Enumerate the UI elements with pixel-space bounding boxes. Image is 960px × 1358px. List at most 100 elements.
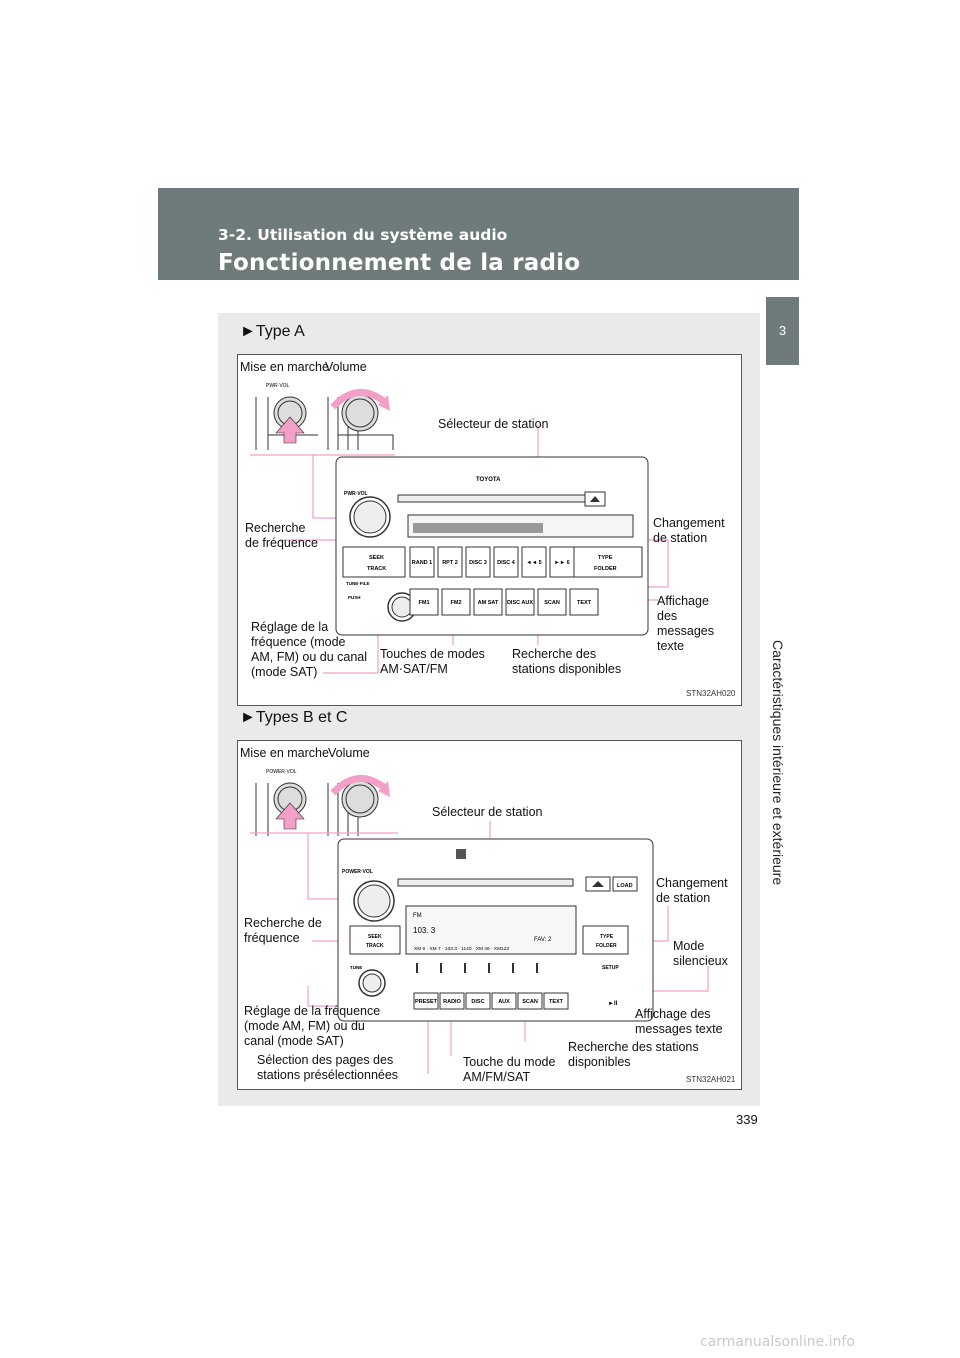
- preset-tick-0[interactable]: [416, 963, 418, 973]
- bc-mode-button-2[interactable]: [465, 992, 491, 1010]
- preset-button-1[interactable]: [437, 546, 463, 578]
- preset-label-2: DISC 3: [469, 560, 487, 566]
- preset-button-3[interactable]: [493, 546, 519, 578]
- section-label: 3-2. Utilisation du système audio: [218, 226, 508, 244]
- preset-button-5[interactable]: [549, 546, 575, 578]
- preset-tick-2[interactable]: [464, 963, 466, 973]
- mode-button-5[interactable]: [569, 588, 599, 616]
- panel-pwr-label: PWR·VOL: [344, 491, 368, 497]
- preset-button-4[interactable]: [521, 546, 547, 578]
- bc-mode-label-1: RADIO: [443, 999, 461, 1005]
- label-text-display: Affichage des messages texte: [657, 594, 714, 653]
- type-a-figure: PWR·VOL TOYOTA PWR·VOL SEEK TRAC: [237, 354, 742, 706]
- mode-label-1: FM2: [451, 600, 462, 606]
- label-seek-bc: Recherche de fréquence: [244, 916, 322, 945]
- label-volume-bc: Volume: [328, 746, 370, 760]
- play-pause-label: ►II: [608, 1001, 618, 1007]
- mode-label-0: FM1: [419, 600, 430, 606]
- type-a-diagram: PWR·VOL TOYOTA PWR·VOL SEEK TRAC: [250, 383, 669, 674]
- label-preset-pages: Sélection des pages des stations préséle…: [257, 1053, 399, 1082]
- display-band: FM: [413, 913, 422, 919]
- pwr-vol-small-label: PWR·VOL: [266, 383, 290, 389]
- watermark: carmanualsonline.info: [700, 1334, 855, 1350]
- bc-mode-button-0[interactable]: [413, 992, 439, 1010]
- bc-mode-button-1[interactable]: [439, 992, 465, 1010]
- label-mute: Mode silencieux: [673, 939, 728, 968]
- panel-power-label: POWER·VOL: [342, 869, 373, 875]
- preset-label-4: ◄◄ 5: [526, 560, 541, 566]
- mode-button-0[interactable]: [409, 588, 439, 616]
- folder-label-bc: FOLDER: [596, 943, 617, 949]
- label-station-change-bc: Changement de station: [656, 876, 728, 905]
- page-number: 339: [736, 1112, 758, 1127]
- page-title: Fonctionnement de la radio: [218, 250, 581, 276]
- seek-label-bc: SEEK: [368, 934, 382, 940]
- bc-mode-button-4[interactable]: [517, 992, 543, 1010]
- mode-button-1[interactable]: [441, 588, 471, 616]
- chapter-tab: 3: [766, 297, 799, 365]
- seek-track-button-bc[interactable]: [349, 925, 401, 955]
- bc-mode-label-0: PRESET: [415, 999, 438, 1005]
- panel-brand: TOYOTA: [476, 477, 501, 483]
- track-label-bc: TRACK: [366, 943, 384, 949]
- bc-mode-button-3[interactable]: [491, 992, 517, 1010]
- type-bc-heading: ►Types B et C: [240, 709, 348, 726]
- preset-label-5: ►► 6: [554, 560, 569, 566]
- bc-mode-button-5[interactable]: [543, 992, 569, 1010]
- label-mode-buttons: Touches de modes AM·SAT/FM: [380, 647, 485, 676]
- header-band: [158, 188, 799, 280]
- display-preset-strip: XM 6 · XM 7 · 103.3 · 1140 · XM 46 · XM1…: [414, 946, 509, 952]
- label-station-change: Changement de station: [653, 516, 725, 545]
- mode-row: FM1 FM2 AM SAT DISC AUX SCAN TEXT: [409, 588, 599, 616]
- label-power-bc: Mise en marche: [240, 746, 329, 760]
- seek-track-button[interactable]: [342, 546, 406, 578]
- preset-label-3: DISC 4: [497, 560, 516, 566]
- type-folder-button-bc[interactable]: [582, 925, 629, 955]
- mode-label-5: TEXT: [577, 600, 592, 606]
- tune-label: TUNE·FILE: [346, 581, 370, 586]
- preset-tick-4[interactable]: [512, 963, 514, 973]
- bc-mode-label-3: AUX: [498, 999, 510, 1005]
- label-station-selector: Sélecteur de station: [438, 417, 549, 431]
- display-screen: [405, 905, 577, 955]
- mode-button-3[interactable]: [505, 588, 535, 616]
- bc-mode-label-4: SCAN: [522, 999, 538, 1005]
- preset-tick-3[interactable]: [488, 963, 490, 973]
- preset-tick-5[interactable]: [536, 963, 538, 973]
- figure-code-bc: STN32AH021: [686, 1075, 736, 1084]
- display-fav: FAV: 2: [534, 937, 552, 943]
- mode-label-2: AM SAT: [478, 600, 499, 606]
- mode-label-3: DISC AUX: [507, 600, 533, 606]
- preset-tick-row: [416, 963, 538, 973]
- load-button[interactable]: [612, 876, 638, 892]
- preset-label-0: RAND 1: [412, 560, 432, 566]
- label-volume: Volume: [325, 360, 367, 374]
- load-label: LOAD: [617, 883, 633, 889]
- setup-label: SETUP: [602, 965, 619, 971]
- mode-button-2[interactable]: [473, 588, 503, 616]
- folder-label: FOLDER: [594, 566, 617, 572]
- preset-label-1: RPT 2: [442, 560, 458, 566]
- preset-button-2[interactable]: [465, 546, 491, 578]
- chapter-title: Caractéristiques intérieure et extérieur…: [770, 640, 786, 886]
- label-tuning: Réglage de la fréquence (mode AM, FM) ou…: [251, 620, 368, 679]
- track-label: TRACK: [367, 566, 386, 572]
- label-scan-bc: Recherche des stations disponibles: [568, 1040, 699, 1069]
- bc-mode-label-2: DISC: [471, 999, 484, 1005]
- label-seek: Recherche de fréquence: [245, 521, 318, 550]
- power-vol-small-label: POWER·VOL: [266, 769, 297, 775]
- label-power: Mise en marche: [240, 360, 329, 374]
- type-label-bc: TYPE: [600, 934, 614, 940]
- preset-button-0[interactable]: [409, 546, 435, 578]
- type-a-heading: ►Type A: [240, 323, 305, 340]
- label-scan: Recherche des stations disponibles: [512, 647, 622, 676]
- label-tuning-bc: Réglage de la fréquence (mode AM, FM) ou…: [244, 1004, 381, 1048]
- type-label: TYPE: [598, 555, 613, 561]
- type-bc-figure: POWER·VOL LOAD POWER·VOL FM 103. 3: [237, 740, 742, 1090]
- label-station-selector-bc: Sélecteur de station: [432, 805, 543, 819]
- preset-tick-1[interactable]: [440, 963, 442, 973]
- mode-button-4[interactable]: [537, 588, 567, 616]
- display-frequency: 103. 3: [413, 926, 436, 935]
- mode-label-4: SCAN: [544, 600, 560, 606]
